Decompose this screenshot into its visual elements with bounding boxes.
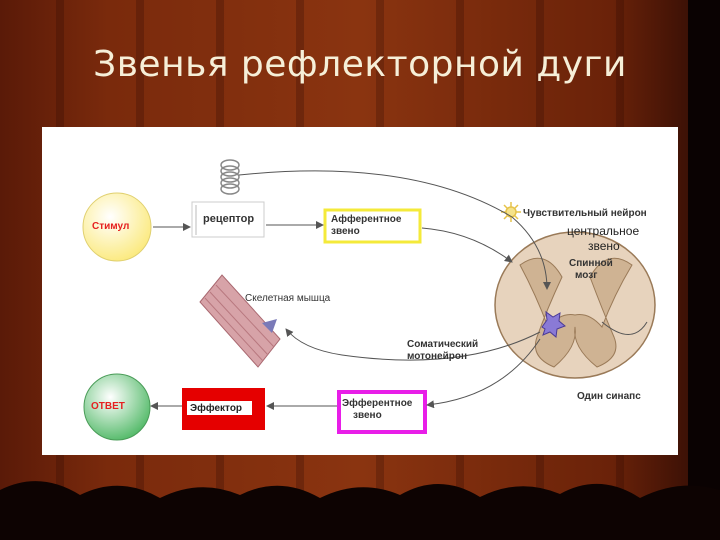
efferent-label-line1: Эфферентное [342, 398, 413, 409]
spinal-cord-image [494, 231, 656, 379]
afferent-box [323, 208, 422, 244]
receptor-label: рецептор [203, 213, 255, 225]
receptor-box [191, 201, 265, 238]
diagram-panel: Стимул рецептор Афферентное звено Чувств… [42, 127, 678, 455]
skeletal-muscle-image [199, 274, 281, 368]
spinal-cord-label-line1: Спинной [569, 258, 613, 269]
spinal-cord-label-line2: мозг [575, 270, 598, 281]
sensory-neuron-label: Чувствительный нейрон [523, 208, 647, 219]
central-link-label-line2: звено [588, 239, 620, 253]
motor-neuron-star-icon [541, 310, 566, 338]
skeletal-muscle-label: Скелетная мышца [245, 293, 331, 304]
receptor-coil-icon [220, 159, 240, 195]
afferent-label-line1: Афферентное [331, 214, 402, 225]
efferent-box [337, 390, 427, 434]
reflex-arc-diagram [82, 159, 656, 441]
afferent-label-line2: звено [331, 226, 360, 237]
efferent-label-line2: звено [353, 410, 382, 421]
somatic-motoneuron-label-line1: Соматический [407, 339, 479, 350]
stimulus-label: Стимул [92, 221, 130, 232]
stimulus-circle [82, 192, 152, 262]
central-link-label-line1: центральное [567, 224, 640, 238]
slide-title: Звенья рефлекторной дуги [93, 44, 627, 85]
response-label: ОТВЕТ [91, 401, 125, 412]
effector-label: Эффектор [190, 403, 243, 414]
somatic-motoneuron-label-line2: мотонейрон [407, 351, 468, 362]
one-synapse-label: Один синапс [577, 391, 641, 402]
